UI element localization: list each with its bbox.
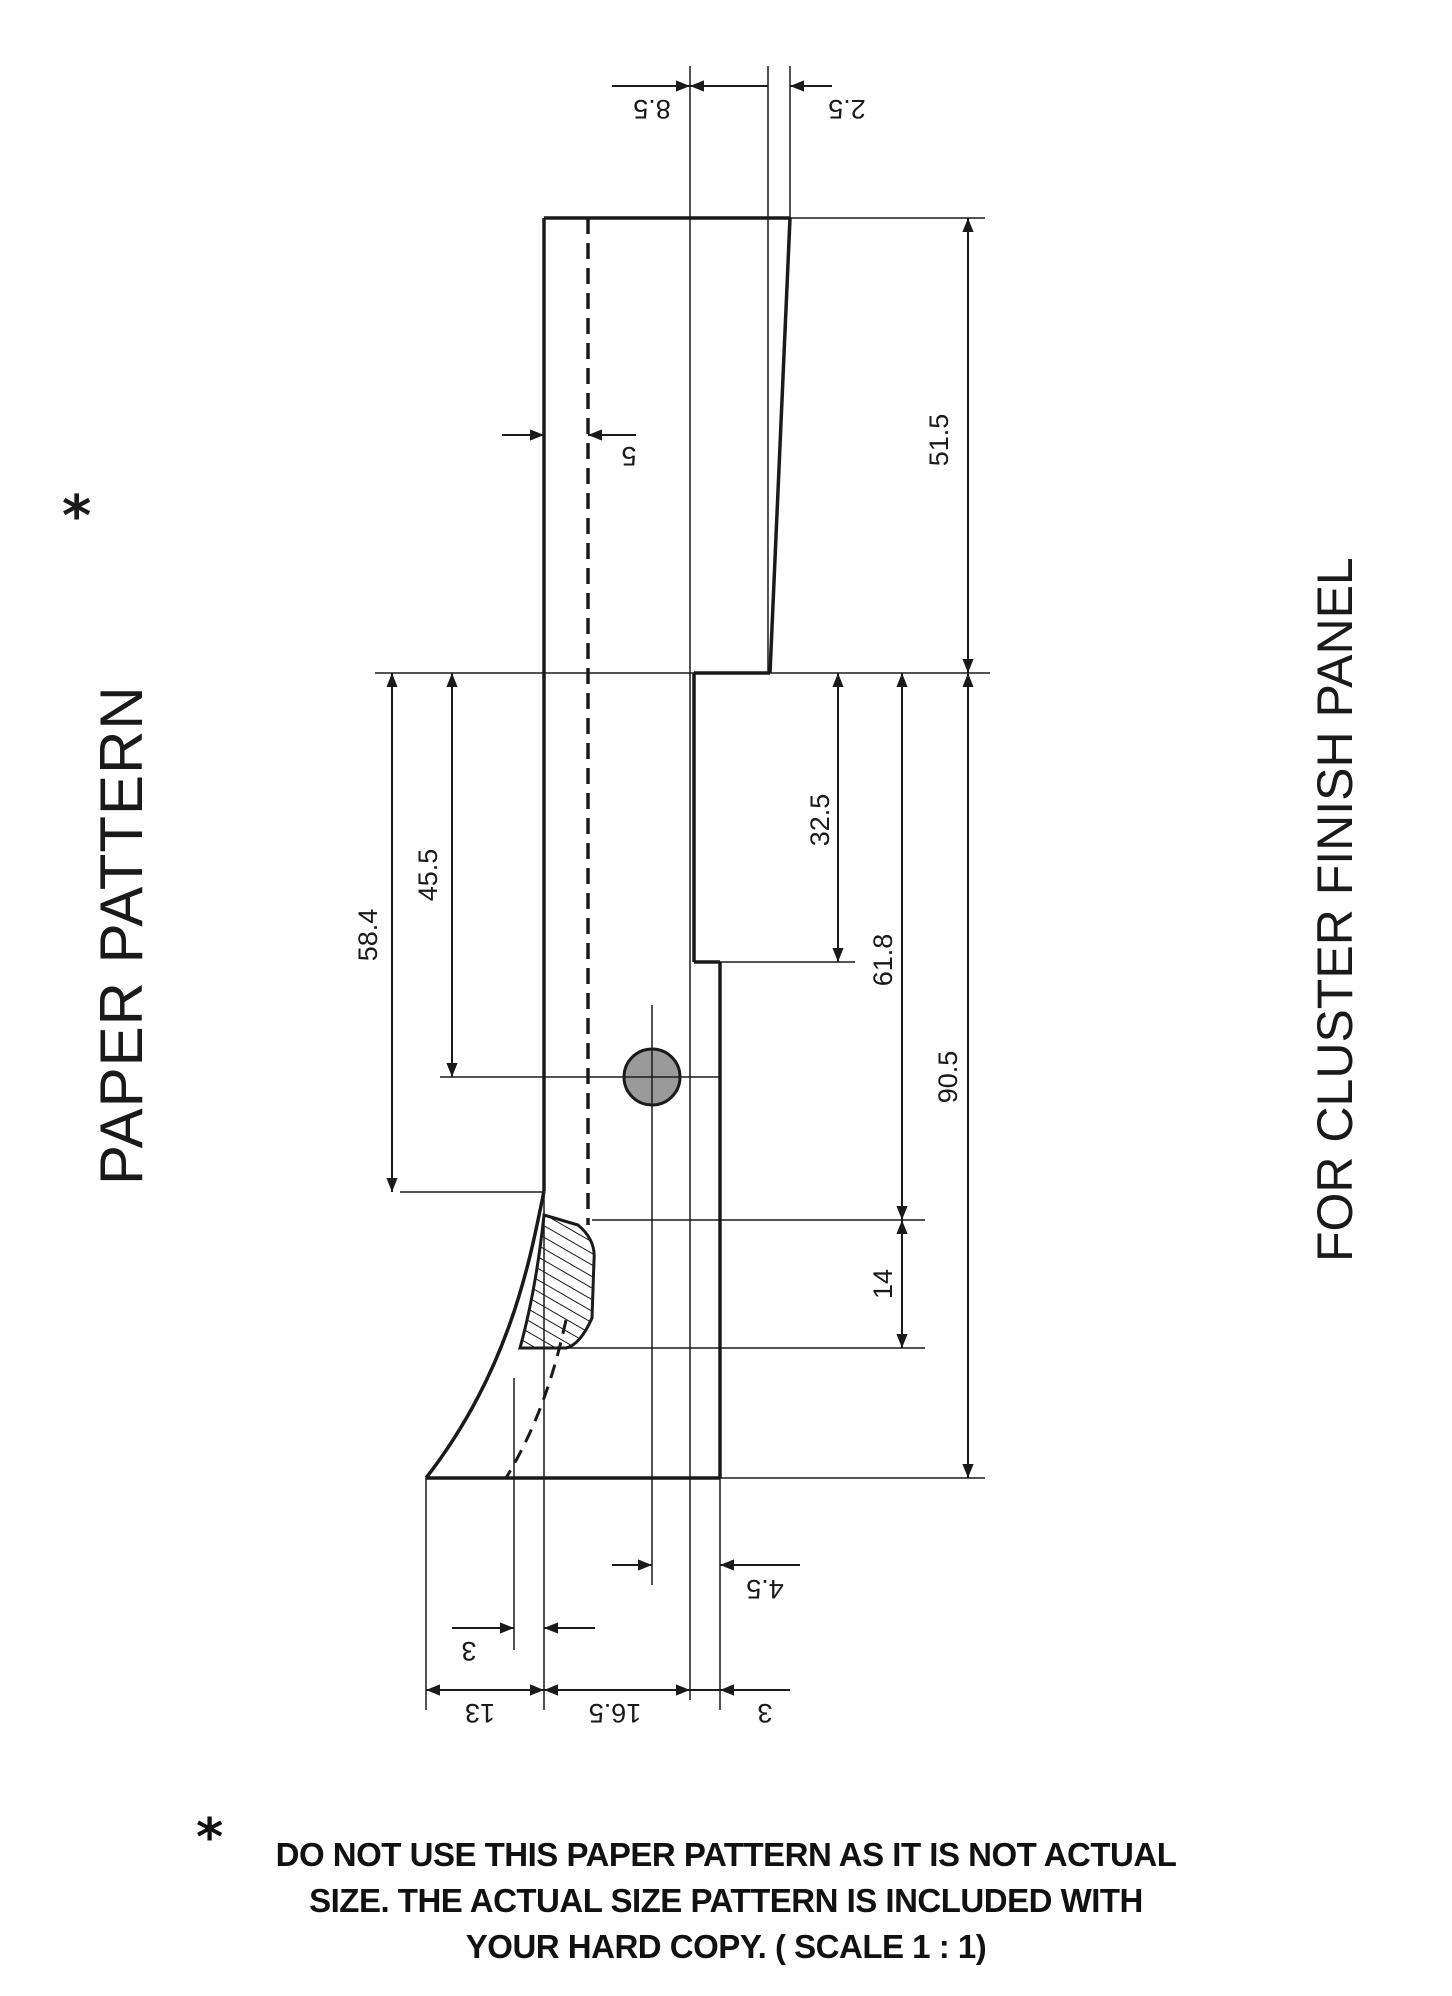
dim-left-inner: 45.5	[413, 849, 443, 902]
disclaimer-note: DO NOT USE THIS PAPER PATTERN AS IT IS N…	[150, 1832, 1302, 1970]
note-line-3: YOUR HARD COPY. ( SCALE 1 : 1)	[465, 1928, 987, 1965]
dim-hole-offset: 4.5	[746, 1574, 784, 1604]
dim-upper-height: 51.5	[924, 414, 954, 467]
dim-bottom-left: 13	[465, 1698, 495, 1728]
title-asterisk: *	[62, 484, 91, 549]
dim-top-b: 2.5	[828, 94, 866, 124]
dim-hatch-height: 14	[868, 1269, 898, 1299]
dim-left-outer: 58.4	[353, 909, 383, 962]
dim-bottom-right: 3	[757, 1698, 772, 1728]
dim-right-a: 32.5	[805, 794, 835, 847]
page-title: PAPER PATTERN	[88, 685, 155, 1185]
dim-bottom-small: 3	[461, 1636, 476, 1666]
dimension-lines	[386, 80, 974, 1696]
dim-right-b: 61.8	[868, 934, 898, 987]
pattern-outline	[424, 216, 792, 1480]
note-line-2: SIZE. THE ACTUAL SIZE PATTERN IS INCLUDE…	[309, 1882, 1143, 1919]
note-line-1: DO NOT USE THIS PAPER PATTERN AS IT IS N…	[275, 1836, 1177, 1873]
extension-lines	[375, 66, 990, 1710]
dim-top-a: 8.5	[633, 94, 671, 124]
note-asterisk: *	[196, 1808, 224, 1868]
dim-bottom-mid: 16.5	[589, 1698, 642, 1728]
dim-offset: 5	[621, 441, 636, 471]
dim-right-c: 90.5	[933, 1051, 963, 1104]
side-label: FOR CLUSTER FINISH PANEL	[1307, 557, 1363, 1262]
fold-curve	[504, 1319, 568, 1479]
hatched-region	[518, 1213, 596, 1350]
